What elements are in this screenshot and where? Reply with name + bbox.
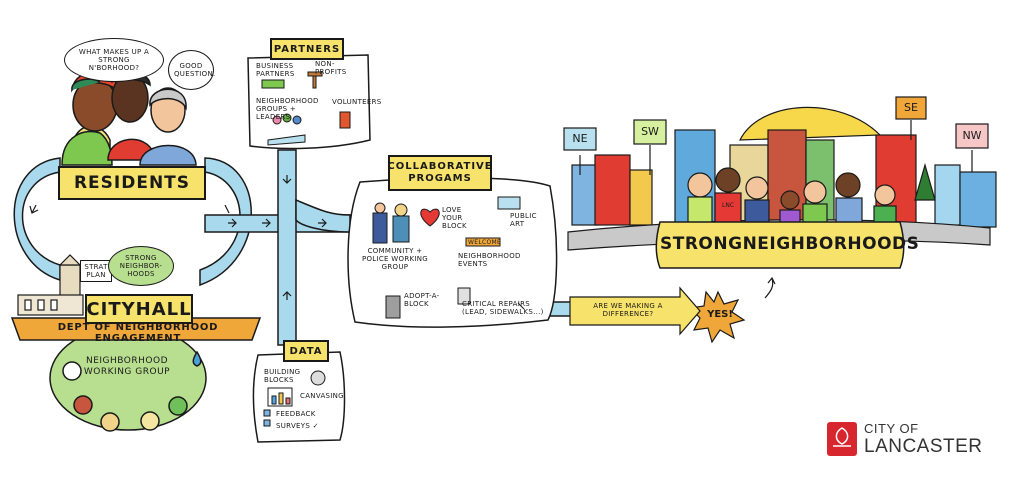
direction-flags <box>563 96 989 175</box>
data-title: DATA <box>283 340 329 362</box>
flag-sw: SW <box>641 125 659 138</box>
lancaster-logo-mark <box>827 422 857 456</box>
yes-burst <box>688 290 746 344</box>
cityhall-label: CITYHALL <box>85 294 193 324</box>
strong-neighborhoods-banner <box>655 221 905 269</box>
program-art: PUBLIC ART <box>510 212 537 228</box>
program-police: COMMUNITY + POLICE WORKING GROUP <box>361 247 429 271</box>
logo-lancaster: LANCASTER <box>864 436 983 457</box>
connector-paths <box>13 149 576 346</box>
program-adopt: ADOPT-A-BLOCK <box>404 292 440 308</box>
yes-label: YES! <box>707 309 733 320</box>
data-canvasing: CANVASING <box>300 392 344 400</box>
data-building-blocks: BUILDING BLOCKS <box>264 368 301 384</box>
partner-nonprofits: NON-PROFITS <box>315 60 347 76</box>
flag-se: SE <box>904 101 918 114</box>
programs-title: COLLABORATIVE PROGAMS <box>387 155 492 191</box>
data-feedback: FEEDBACK <box>276 410 316 418</box>
working-group-label: NEIGHBORHOOD WORKING GROUP <box>83 356 171 377</box>
working-group-illustration <box>49 325 207 432</box>
dept-banner: DEPT OF NEIGHBORHOOD ENGAGEMENT <box>57 322 219 344</box>
path-arrows <box>29 175 776 300</box>
partner-groups: NEIGHBORHOOD GROUPS + LEADERS <box>256 97 319 121</box>
partners-title: PARTNERS <box>270 38 344 60</box>
flag-nw: NW <box>962 129 982 142</box>
data-surveys: SURVEYS ✓ <box>276 422 319 430</box>
program-welcome: WELCOME <box>468 239 502 246</box>
program-repairs: CRITICAL REPAIRS (LEAD, SIDEWALKS...) <box>462 300 544 316</box>
difference-arrow <box>569 286 701 336</box>
partner-icons <box>261 71 351 146</box>
shirt-text: LNC <box>721 202 735 209</box>
logo-city-of: CITY OF <box>864 421 919 436</box>
answer-bubble: GOOD QUESTION. <box>168 50 216 90</box>
cityhall-illustration <box>17 254 84 316</box>
program-events: NEIGHBORHOOD EVENTS <box>458 252 521 268</box>
data-icons <box>263 370 326 427</box>
program-love: LOVE YOUR BLOCK <box>442 206 467 230</box>
strong-neighborhoods-title: STRONGNEIGHBORHOODS <box>660 234 920 254</box>
residents-label: RESIDENTS <box>58 166 206 200</box>
question-bubble: WHAT MAKES UP A STRONG N'BORHOOD? <box>64 38 164 82</box>
strong-neighborhoods-note: STRONG NEIGHBOR-HOODS <box>108 246 174 286</box>
question-text: WHAT MAKES UP A STRONG N'BORHOOD? <box>78 48 150 72</box>
flag-ne: NE <box>572 132 588 145</box>
partner-business: BUSINESS PARTNERS <box>256 62 295 78</box>
program-icons <box>372 196 525 319</box>
answer-text: GOOD QUESTION. <box>174 62 216 78</box>
partner-volunteers: VOLUNTEERS <box>332 98 382 106</box>
difference-question: ARE WE MAKING A DIFFERENCE? <box>593 302 663 318</box>
